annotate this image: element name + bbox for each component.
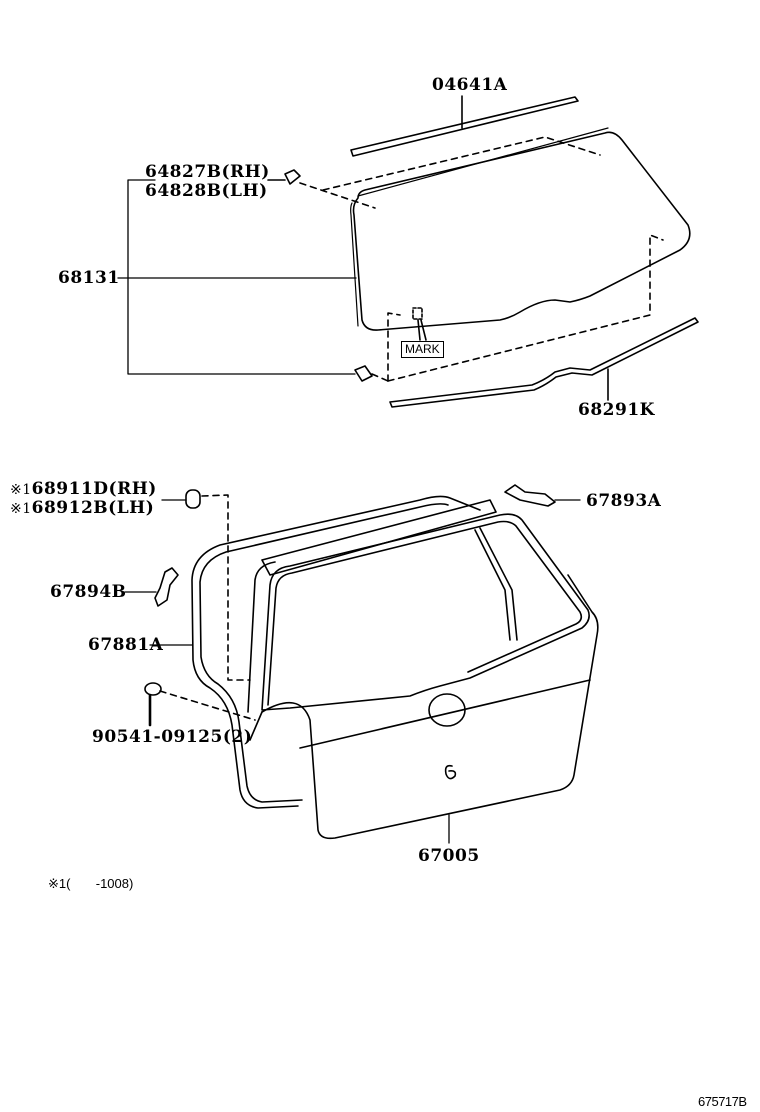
emblem-circle — [428, 693, 466, 727]
part-qty: (2) — [222, 727, 253, 747]
part-side: (LH) — [108, 498, 155, 518]
molding-strip-68291k — [389, 317, 699, 408]
logo-glyph — [444, 764, 457, 780]
part-label-90541-09125[interactable]: 90541-09125(2) — [92, 728, 252, 746]
part-side: (RH) — [108, 479, 157, 499]
footnote-text: ( -1008) — [66, 876, 134, 891]
note-ref: ※1 — [10, 482, 32, 498]
footnote-ref: ※1 — [48, 876, 67, 891]
figure-code: 675717B — [698, 1094, 747, 1109]
part-number: 64828B — [145, 181, 222, 201]
part-label-68912b[interactable]: ※168912B(LH) — [10, 499, 154, 518]
door-glass-opening — [247, 513, 590, 713]
part-number: 90541-09125 — [92, 727, 223, 747]
hinge-bracket-67893a — [504, 484, 581, 507]
clip-64828b — [354, 365, 373, 382]
molding-strip-04641a — [350, 95, 579, 157]
part-label-68911d[interactable]: ※168911D(RH) — [10, 480, 157, 499]
part-label-68131[interactable]: 68131 — [58, 268, 120, 288]
clip-64827b — [267, 169, 301, 185]
part-label-67893a[interactable]: 67893A — [586, 491, 662, 511]
part-number: 64827B — [145, 162, 222, 182]
part-label-67881a[interactable]: 67881A — [88, 635, 164, 655]
bolt-90541-09125 — [144, 682, 162, 727]
mark-label: MARK — [401, 341, 444, 358]
note-ref: ※1 — [10, 501, 32, 517]
part-label-67005[interactable]: 67005 — [418, 846, 480, 866]
part-number: 68911D — [31, 479, 109, 499]
stopper-68911d — [161, 489, 201, 509]
footnote: ※1( -1008) — [48, 876, 133, 892]
weatherstrip-67881a — [191, 495, 481, 809]
part-label-68291k[interactable]: 68291K — [578, 400, 655, 420]
part-label-64827b[interactable]: 64827B(RH) — [145, 163, 270, 181]
part-side: (LH) — [221, 181, 268, 201]
part-label-64828b[interactable]: 64828B(LH) — [145, 182, 268, 200]
part-number: 68912B — [31, 498, 109, 518]
rear-window-glass-68131 — [350, 127, 691, 331]
hinge-bracket-67894b — [124, 567, 179, 607]
part-side: (RH) — [221, 162, 270, 182]
part-label-67894b[interactable]: 67894B — [50, 582, 127, 602]
part-label-04641a[interactable]: 04641A — [432, 75, 508, 95]
